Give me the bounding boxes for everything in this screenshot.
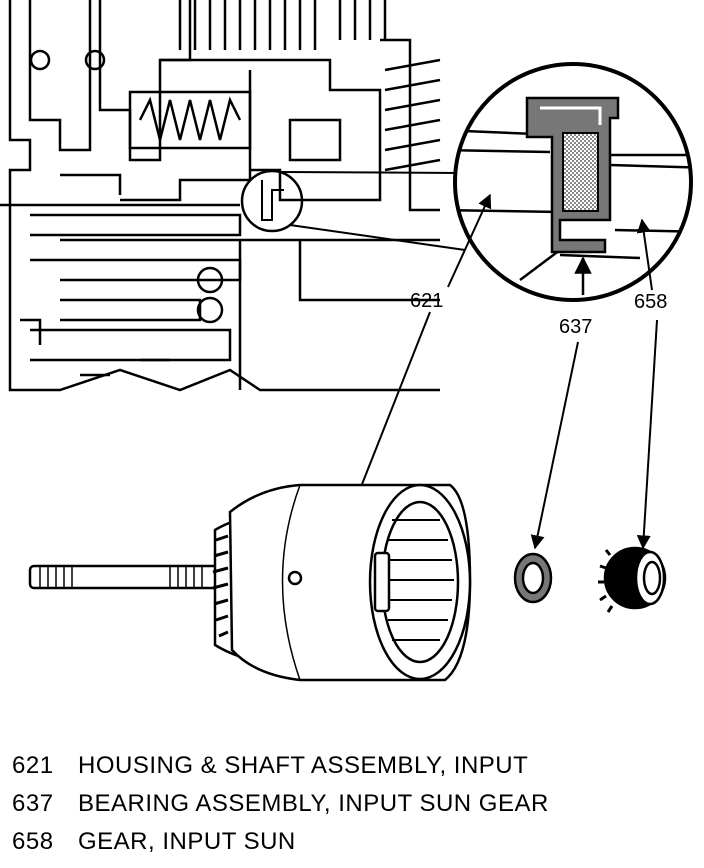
input-housing-shaft-assembly <box>28 483 472 682</box>
legend-row-621: 621 HOUSING & SHAFT ASSEMBLY, INPUT <box>12 752 692 790</box>
legend-number: 637 <box>12 790 54 817</box>
leader-arrow-621 <box>353 311 431 504</box>
legend-description: HOUSING & SHAFT ASSEMBLY, INPUT <box>78 752 529 779</box>
callout-637: 637 <box>559 316 592 338</box>
zoom-tangent-line-top <box>281 171 461 174</box>
callout-621: 621 <box>410 290 443 312</box>
leader-arrow-658-upper <box>636 218 653 291</box>
legend-row-658: 658 GEAR, INPUT SUN <box>12 828 692 866</box>
legend-description: BEARING ASSEMBLY, INPUT SUN GEAR <box>78 790 549 817</box>
detail-marker-circle <box>240 169 304 233</box>
zoom-tangent-line-bottom <box>289 224 466 251</box>
leader-arrow-658 <box>636 319 658 550</box>
transmission-diagram: 621 637 658 <box>0 0 693 682</box>
legend-row-637: 637 BEARING ASSEMBLY, INPUT SUN GEAR <box>12 790 692 828</box>
input-sun-gear-part <box>598 546 667 613</box>
magnified-detail-view <box>453 62 693 302</box>
legend-number: 621 <box>12 752 54 779</box>
legend-description: GEAR, INPUT SUN <box>78 828 296 855</box>
leader-arrow-637 <box>530 341 579 550</box>
leader-arrow-621-upper <box>447 193 492 288</box>
bearing-assembly-part <box>513 552 553 604</box>
cross-section-view <box>0 0 441 392</box>
parts-legend: 621 HOUSING & SHAFT ASSEMBLY, INPUT 637 … <box>12 752 692 866</box>
legend-number: 658 <box>12 828 54 855</box>
callout-658: 658 <box>634 291 667 313</box>
